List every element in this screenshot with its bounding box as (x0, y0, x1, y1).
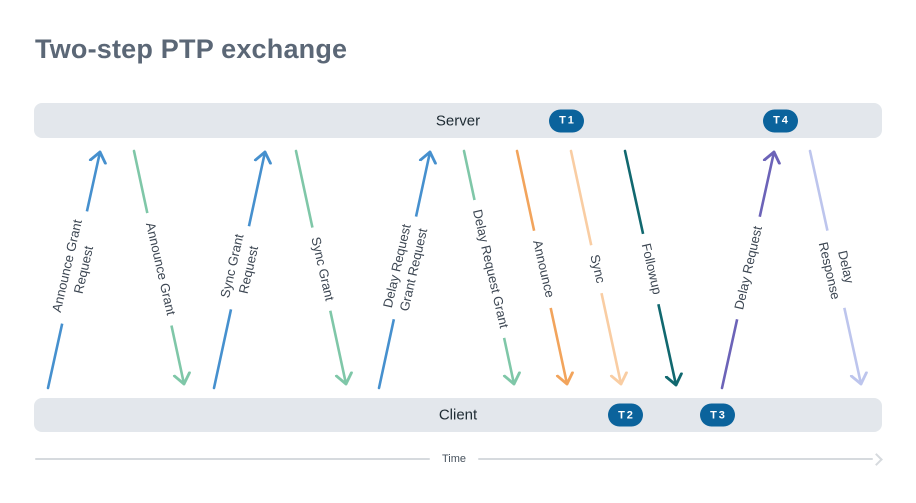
client-lane: Client T2 T3 (34, 398, 882, 432)
page-title: Two-step PTP exchange (35, 34, 348, 64)
server-lane: Server T1 T4 (34, 103, 882, 138)
time-axis-line-left (35, 458, 430, 460)
timestamp-badge-t1: T1 (549, 109, 584, 132)
time-axis-label: Time (441, 453, 467, 465)
server-lane-label: Server (435, 112, 481, 129)
timestamp-badge-t4: T4 (763, 109, 798, 132)
time-axis: Time (35, 451, 883, 467)
client-lane-label: Client (438, 406, 478, 424)
time-axis-line-right (478, 458, 874, 460)
time-axis-arrowhead-icon (870, 452, 883, 466)
timestamp-badge-t2: T2 (608, 403, 643, 427)
timestamp-badge-t3: T3 (700, 403, 735, 427)
